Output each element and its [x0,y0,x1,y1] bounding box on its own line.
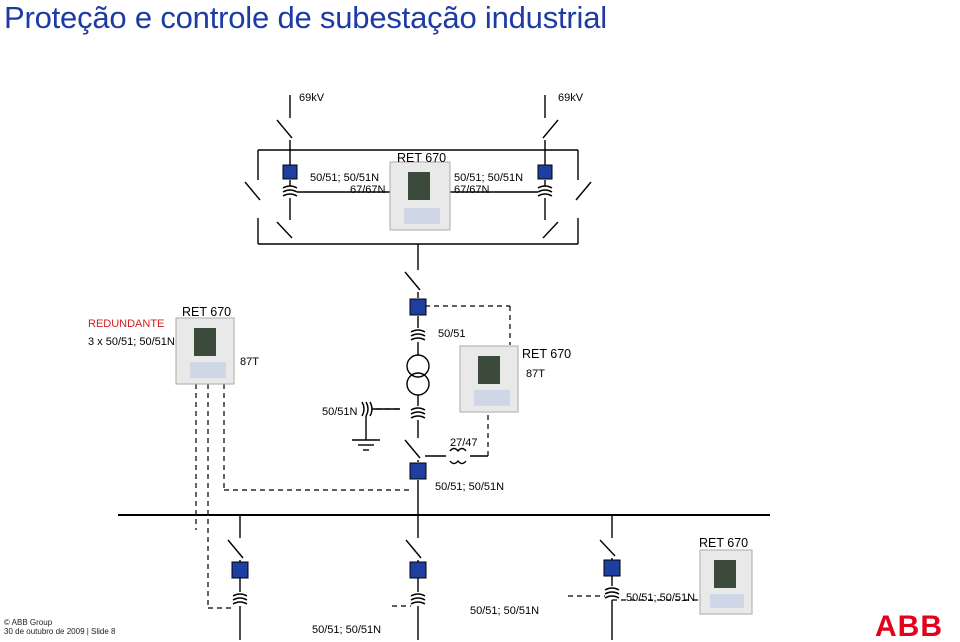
top-left-functions-2: 67/67N [350,184,386,196]
right-87t-label: 87T [526,368,545,380]
redundant-functions: 3 x 50/51; 50/51N [88,336,175,348]
footer-copyright: © ABB Group [4,618,53,627]
relay-device-top [389,161,451,231]
incoming-right-label: 69kV [558,92,584,104]
redundant-label: REDUNDANTE [88,318,165,330]
ct-block-feeder-1 [231,561,249,579]
relay-device-bottom [699,549,753,615]
top-right-functions-1: 50/51; 50/51N [454,172,524,184]
lv-main-label: 50/51; 50/51N [435,481,505,493]
feeder-3-label: 50/51; 50/51N [626,592,696,604]
relay-right-label: RET 670 [522,347,572,361]
incoming-left-label: 69kV [299,92,325,104]
relay-top-label: RET 670 [397,151,447,165]
feeder-1-label: 50/51; 50/51N [312,624,382,636]
relay-device-right [459,345,519,413]
abb-logo: ABB [875,610,943,642]
relay-left-label: RET 670 [182,305,232,319]
ct-block-top-left [282,164,298,180]
hv-50-51-label: 50/51 [438,328,466,340]
ct-block-hv [409,298,427,316]
feeder-2-label: 50/51; 50/51N [470,605,540,617]
page-title: Proteção e controle de subestação indust… [4,0,607,35]
top-right-functions-2: 67/67N [454,184,490,196]
f27-47-label: 27/47 [450,437,478,449]
ct-block-feeder-2 [409,561,427,579]
relay-bottom-label: RET 670 [699,536,749,550]
left-87t-label: 87T [240,356,259,368]
ct-block-feeder-3 [603,559,621,577]
svg-text:ABB: ABB [875,610,943,642]
relay-device-left [175,317,235,385]
ct-block-lv [409,462,427,480]
footer-date-slide: 30 de outubro de 2009 | Slide 8 [4,627,116,636]
ct-block-top-right [537,164,553,180]
top-left-functions-1: 50/51; 50/51N [310,172,380,184]
neutral-50-51n-label: 50/51N [322,406,358,418]
footer: © ABB Group 30 de outubro de 2009 | Slid… [4,618,116,636]
